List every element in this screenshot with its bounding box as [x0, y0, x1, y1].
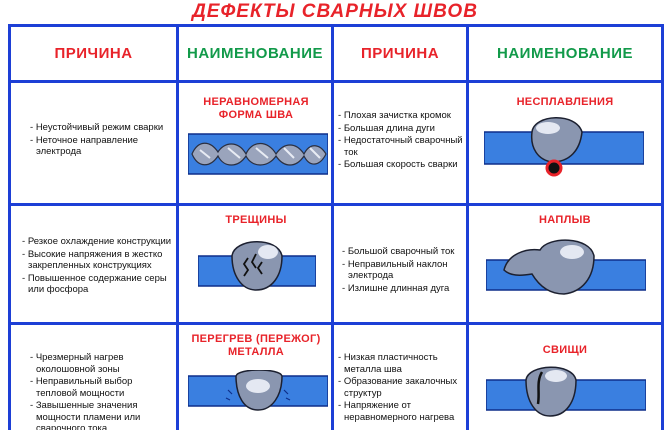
causes-row3-left: Чрезмерный нагрев околошовной зоны Непра…: [30, 352, 172, 430]
cause-item: Напряжение от неравномерного нагрева: [338, 400, 464, 423]
page-title: ДЕФЕКТЫ СВАРНЫХ ШВОВ: [192, 1, 478, 22]
cause-item: Неправильный наклон электрода: [342, 259, 464, 282]
cause-item: Высокие напряжения в жестко закрепленных…: [22, 249, 172, 272]
cause-item: Неточное направление электрода: [30, 135, 170, 158]
cause-item: Повышенное содержание серы или фосфора: [22, 273, 172, 296]
crack-line: [256, 261, 263, 275]
defect-marker: [545, 159, 563, 177]
cracks-illustration: [198, 241, 316, 291]
defect-name-cracks: ТРЕЩИНЫ: [225, 214, 287, 226]
grid-line: [176, 24, 179, 430]
header-cause-right: ПРИЧИНА: [360, 45, 440, 62]
weld-bead-shape: [191, 142, 327, 166]
crack-line: [242, 257, 250, 277]
uneven-weld-illustration: [188, 133, 328, 175]
cause-item: Резкое охлаждение конструкции: [22, 236, 172, 248]
defect-name-lack-of-fusion: НЕСПЛАВЛЕНИЯ: [516, 96, 614, 108]
header-name-left: НАИМЕНОВАНИЕ: [187, 45, 323, 62]
cause-item: Низкая пластичность металла шва: [338, 352, 464, 375]
defect-name-overheating: ПЕРЕГРЕВ (ПЕРЕЖОГ) МЕТАЛЛА: [191, 333, 321, 358]
causes-row1-right: Плохая зачистка кромок Большая длина дуг…: [338, 110, 464, 172]
cause-item: Завышенные значения мощности пламени или…: [30, 400, 172, 430]
causes-row3-right: Низкая пластичность металла шва Образова…: [338, 352, 464, 424]
overheating-illustration: [188, 370, 328, 411]
grid-line: [8, 80, 664, 83]
cause-item: Излишне длинная дуга: [342, 283, 464, 295]
fistula-illustration: [486, 366, 646, 417]
header-name-right: НАИМЕНОВАНИЕ: [497, 45, 633, 62]
grid-line: [661, 24, 664, 430]
weld-highlight: [536, 122, 560, 134]
causes-row1-left: Неустойчивый режим сварки Неточное напра…: [30, 122, 170, 159]
grid-line: [8, 203, 664, 206]
cause-item: Неустойчивый режим сварки: [30, 122, 170, 134]
cause-item: Неправильный выбор тепловой мощности: [30, 376, 172, 399]
grid-line: [8, 322, 664, 325]
cause-item: Чрезмерный нагрев околошовной зоны: [30, 352, 172, 375]
fistula-channel: [536, 371, 544, 405]
cause-item: Недостаточный сварочный ток: [338, 135, 464, 158]
defect-name-fistula: СВИЩИ: [542, 344, 588, 356]
weld-highlight: [545, 370, 567, 382]
defect-name-overlap: НАПЛЫВ: [539, 214, 591, 226]
causes-row2-right: Большой сварочный ток Неправильный накло…: [342, 246, 464, 295]
cause-item: Образование закалочных структур: [338, 376, 464, 399]
overlap-illustration: [486, 239, 646, 295]
grid-line: [466, 24, 469, 430]
header-cause-left: ПРИЧИНА: [54, 45, 133, 62]
lack-of-fusion-illustration: [484, 117, 644, 177]
weld-highlight: [199, 147, 321, 159]
cause-item: Плохая зачистка кромок: [338, 110, 464, 122]
cause-item: Большой сварочный ток: [342, 246, 464, 258]
weld-highlight: [560, 245, 584, 259]
grid-line: [331, 24, 334, 430]
cause-item: Большая скорость сварки: [338, 159, 464, 171]
heat-zone-mark: [225, 389, 291, 401]
cause-item: Большая длина дуги: [338, 123, 464, 135]
weld-highlight: [246, 379, 270, 393]
weld-highlight: [258, 245, 278, 259]
grid-line: [8, 24, 11, 430]
causes-row2-left: Резкое охлаждение конструкции Высокие на…: [22, 236, 172, 297]
crack-line: [250, 253, 257, 269]
defect-name-uneven-shape: НЕРАВНОМЕРНАЯ ФОРМА ШВА: [203, 96, 309, 121]
